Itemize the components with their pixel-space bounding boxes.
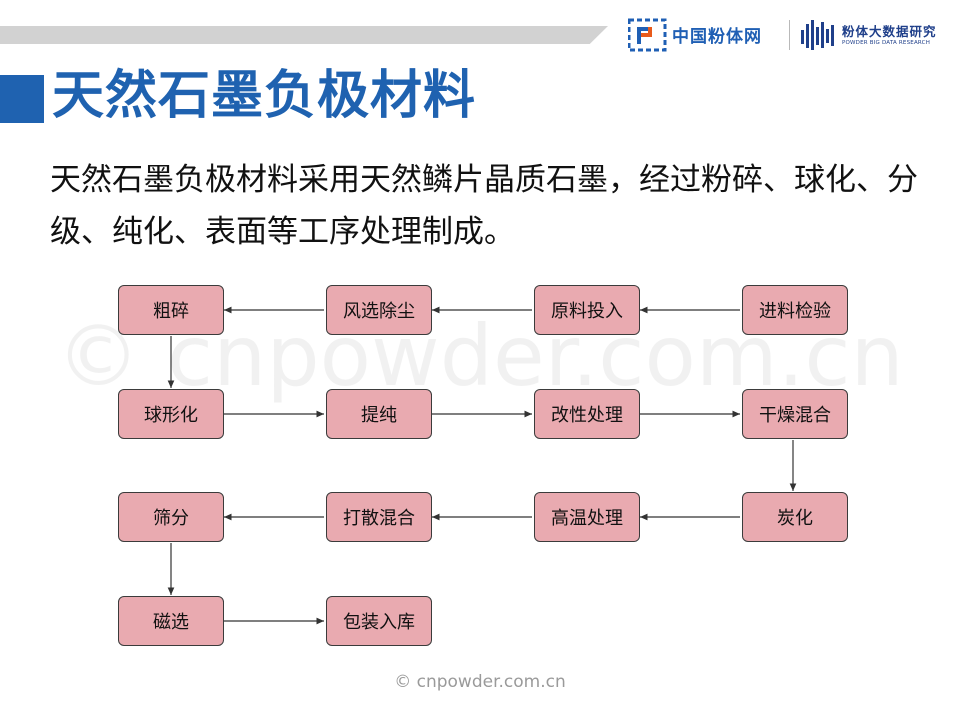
node-drying-mixing: 干燥混合 (742, 389, 848, 439)
node-raw-material-feeding: 原料投入 (534, 285, 640, 335)
node-carbonization: 炭化 (742, 492, 848, 542)
slide-title: 天然石墨负极材料 (52, 66, 477, 126)
title-marker (0, 75, 44, 123)
node-sieving: 筛分 (118, 492, 224, 542)
node-modification: 改性处理 (534, 389, 640, 439)
cnpowder-logo-icon (628, 18, 667, 52)
powder-bigdata-brand-en: POWDER BIG DATA RESEARCH (842, 40, 931, 46)
node-high-temp-treatment: 高温处理 (534, 492, 640, 542)
node-magnetic-separation: 磁选 (118, 596, 224, 646)
powder-bigdata-brand-cn: 粉体大数据研究 (842, 24, 937, 39)
node-incoming-inspection: 进料检验 (742, 285, 848, 335)
slide-body-text: 天然石墨负极材料采用天然鳞片晶质石墨，经过粉碎、球化、分级、纯化、表面等工序处理… (50, 162, 918, 250)
node-dispersing-mixing: 打散混合 (326, 492, 432, 542)
node-purification: 提纯 (326, 389, 432, 439)
header-stripe (0, 26, 608, 44)
bar-chart-logo-icon (801, 20, 834, 50)
cnpowder-brand-name: 中国粉体网 (672, 27, 762, 47)
node-packaging-storage: 包装入库 (326, 596, 432, 646)
watermark-footer: © cnpowder.com.cn (394, 672, 566, 692)
node-spheroidizing: 球形化 (118, 389, 224, 439)
node-coarse-crushing: 粗碎 (118, 285, 224, 335)
node-air-dust-removal: 风选除尘 (326, 285, 432, 335)
logo-divider (789, 20, 790, 50)
